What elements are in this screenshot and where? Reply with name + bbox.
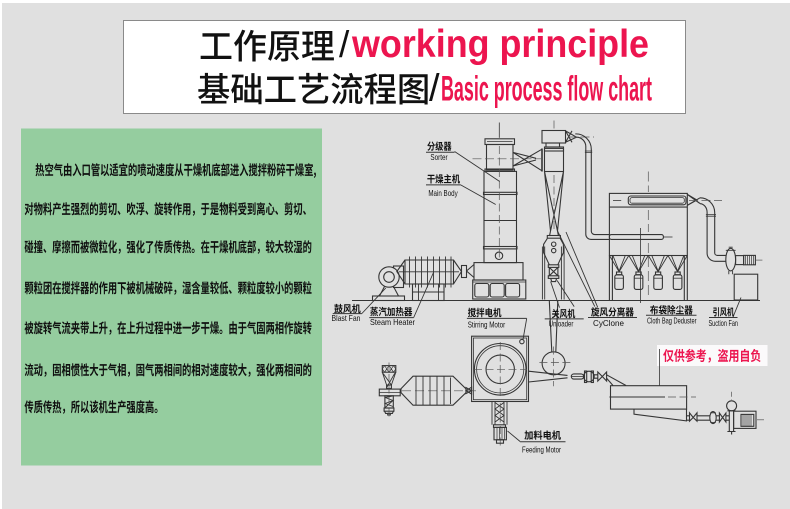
svg-text:Steam Heater: Steam Heater xyxy=(370,317,415,327)
svg-text:Basic process flow chart: Basic process flow chart xyxy=(441,70,652,109)
svg-text:Unloader: Unloader xyxy=(549,318,574,328)
svg-text:Stirring Motor: Stirring Motor xyxy=(468,320,506,330)
svg-text:working principle: working principle xyxy=(351,23,649,66)
svg-text:Feeding Motor: Feeding Motor xyxy=(522,445,561,455)
svg-text:/: / xyxy=(429,68,440,110)
svg-text:Suction Fan: Suction Fan xyxy=(709,318,739,328)
svg-text:CyClone: CyClone xyxy=(593,318,624,328)
svg-text:Cloth Bag Deduster: Cloth Bag Deduster xyxy=(647,316,697,325)
svg-text:/: / xyxy=(339,24,350,65)
svg-text:Main Body: Main Body xyxy=(428,188,458,198)
svg-text:Blast Fan: Blast Fan xyxy=(332,313,361,323)
svg-text:Sorter: Sorter xyxy=(430,152,447,162)
